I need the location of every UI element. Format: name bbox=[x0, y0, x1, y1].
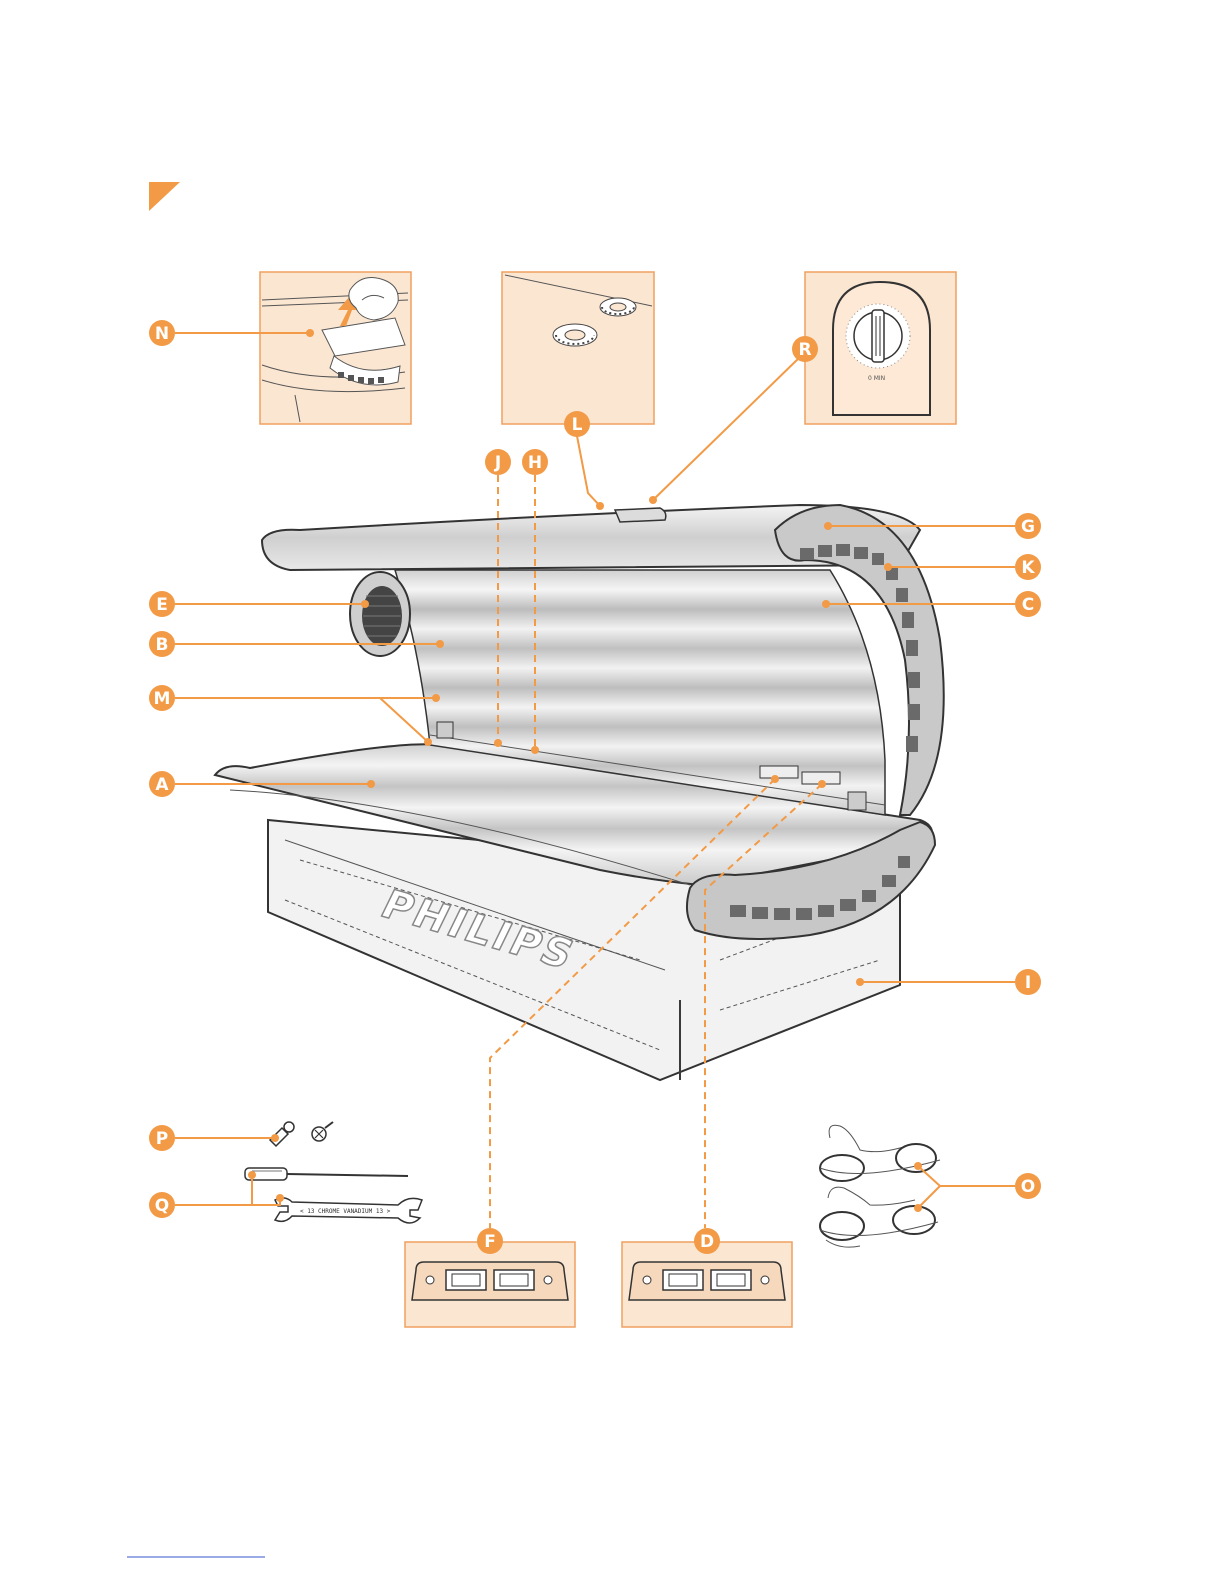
callout-p: P bbox=[149, 1125, 175, 1151]
svg-text:A: A bbox=[155, 775, 169, 795]
callout-a: A bbox=[149, 771, 175, 797]
accessory-wrench: < 13 CHROME VANADIUM 13 > bbox=[275, 1198, 422, 1223]
svg-text:E: E bbox=[156, 595, 168, 615]
svg-text:H: H bbox=[528, 453, 542, 473]
svg-text:R: R bbox=[798, 340, 811, 360]
callout-r: R bbox=[792, 336, 818, 362]
inset-n-acrylic-removal bbox=[260, 272, 411, 424]
svg-text:P: P bbox=[156, 1129, 168, 1149]
callout-g: G bbox=[1015, 513, 1041, 539]
accessory-goggles bbox=[820, 1125, 940, 1247]
switch-panel-f bbox=[405, 1242, 575, 1327]
bed-control-panel-left bbox=[760, 766, 798, 778]
callout-l: L bbox=[564, 411, 590, 437]
svg-text:G: G bbox=[1021, 517, 1035, 537]
wrench-label: < 13 CHROME VANADIUM 13 > bbox=[300, 1208, 391, 1215]
callout-f: F bbox=[477, 1228, 503, 1254]
svg-text:N: N bbox=[155, 324, 169, 344]
svg-text:F: F bbox=[484, 1232, 496, 1252]
callout-c: C bbox=[1015, 591, 1041, 617]
callout-k: K bbox=[1015, 554, 1041, 580]
tanning-bed: PHILIPS bbox=[215, 505, 944, 1080]
timer-min-label: 0 MIN bbox=[868, 375, 885, 382]
inset-l-fan-vents bbox=[502, 272, 654, 424]
svg-text:I: I bbox=[1025, 973, 1031, 993]
callout-o: O bbox=[1015, 1173, 1041, 1199]
callout-i: I bbox=[1015, 969, 1041, 995]
accessory-screwdriver bbox=[245, 1168, 408, 1180]
callout-d: D bbox=[694, 1228, 720, 1254]
callout-m: M bbox=[149, 685, 175, 711]
accessory-screws bbox=[270, 1122, 333, 1146]
callout-b: B bbox=[149, 631, 175, 657]
svg-text:O: O bbox=[1021, 1177, 1035, 1197]
svg-text:M: M bbox=[154, 689, 171, 709]
svg-text:D: D bbox=[700, 1232, 714, 1252]
svg-text:B: B bbox=[156, 635, 169, 655]
switch-panel-d bbox=[622, 1242, 792, 1327]
callout-j: J bbox=[485, 449, 511, 475]
callout-e: E bbox=[149, 591, 175, 617]
callout-n: N bbox=[149, 320, 175, 346]
svg-text:L: L bbox=[572, 415, 583, 435]
callout-h: H bbox=[522, 449, 548, 475]
svg-text:K: K bbox=[1021, 558, 1035, 578]
section-marker-triangle bbox=[149, 182, 180, 211]
callout-q: Q bbox=[149, 1192, 175, 1218]
svg-text:J: J bbox=[494, 453, 501, 473]
svg-text:Q: Q bbox=[155, 1196, 169, 1216]
inset-r-timer: 0 MIN bbox=[805, 272, 956, 424]
svg-text:C: C bbox=[1022, 595, 1034, 615]
